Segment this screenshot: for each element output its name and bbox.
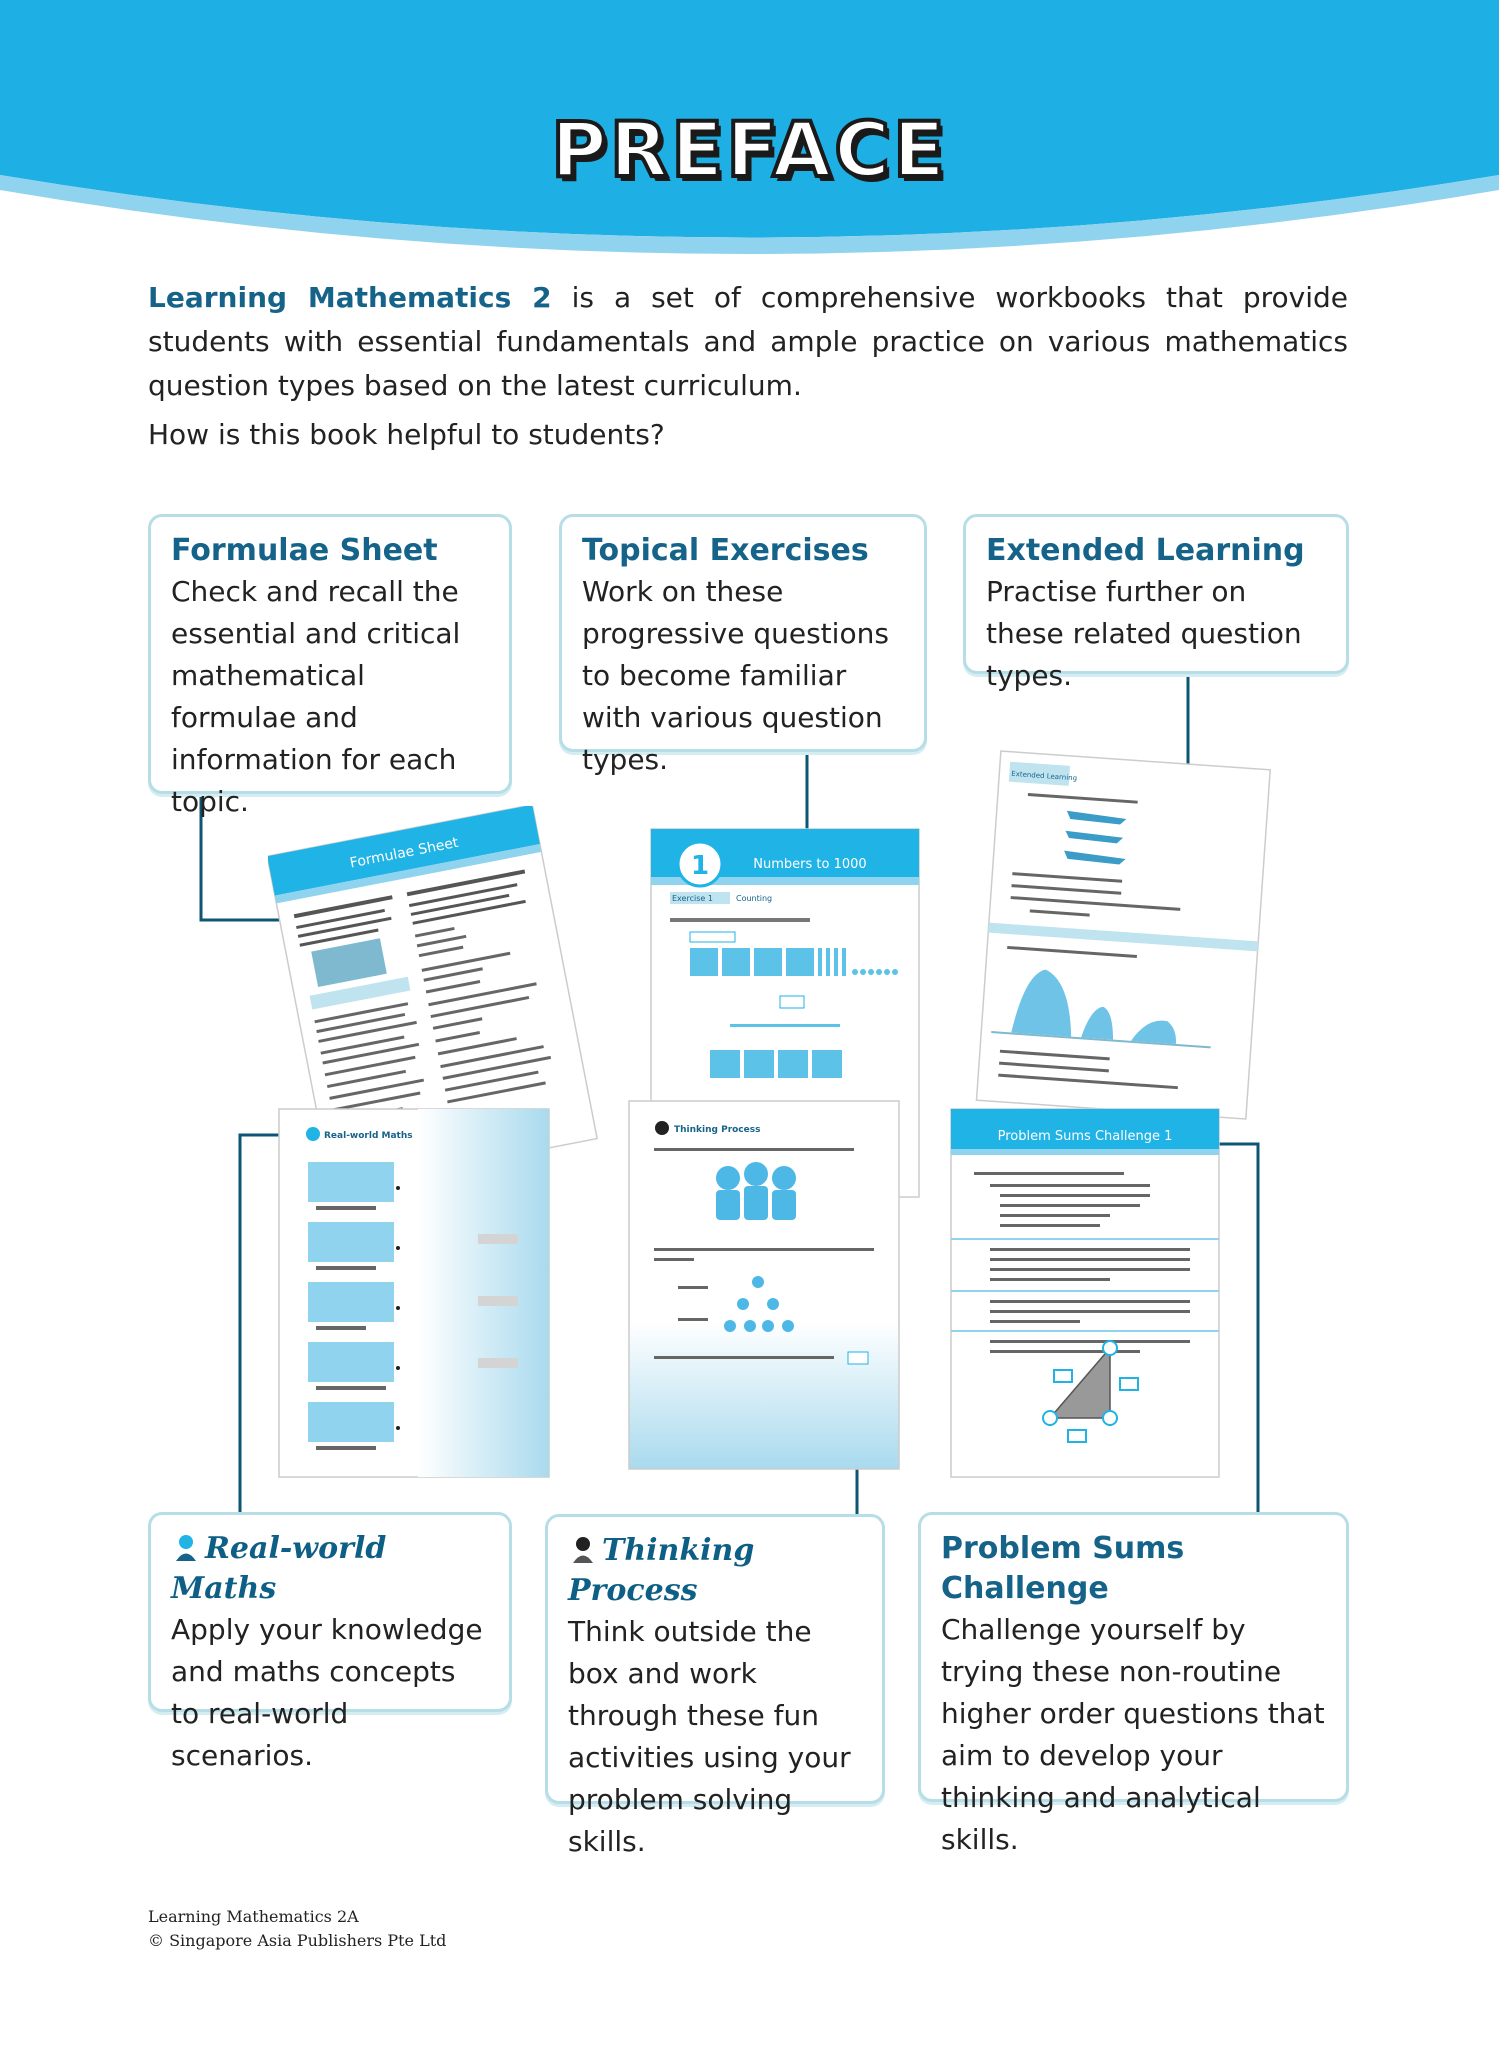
thinker-icon <box>573 1537 593 1563</box>
extended-learning-title: Extended Learning <box>986 533 1305 568</box>
student-icon <box>176 1535 196 1561</box>
intro-question: How is this book helpful to students? <box>148 418 665 451</box>
footer-book-name: Learning Mathematics 2A <box>148 1907 359 1926</box>
footer-copyright: © Singapore Asia Publishers Pte Ltd <box>148 1931 447 1950</box>
extended-learning-box: Extended Learning Practise further on th… <box>963 514 1349 692</box>
topical-thumb-exercise: Exercise 1 <box>672 894 713 903</box>
topical-exercises-title: Topical Exercises <box>582 533 869 568</box>
thinking-process-desc: Think outside the box and work through t… <box>568 1615 851 1858</box>
formulae-sheet-thumbnail: Formulae Sheet <box>268 806 599 1191</box>
header-banner <box>0 0 1499 254</box>
real-world-maths-title: Real-world Maths <box>171 1529 489 1609</box>
problem-sums-challenge-title: Problem Sums Challenge <box>941 1531 1185 1606</box>
thinking-process-thumbnail: Thinking Process <box>628 1100 900 1470</box>
real-world-maths-box: Real-world Maths Apply your knowledge an… <box>148 1512 512 1772</box>
real-world-maths-thumbnail: Real-world Maths <box>278 1108 550 1478</box>
topical-exercises-box: Topical Exercises Work on these progress… <box>559 514 927 776</box>
intro-text: is a set of comprehensive workbooks that… <box>148 281 1349 402</box>
thinking-thumb-tab: Thinking Process <box>674 1125 760 1135</box>
thinking-process-box: Thinking Process Think outside the box a… <box>545 1514 885 1858</box>
problem-thumb-header: Problem Sums Challenge 1 <box>998 1129 1173 1144</box>
real-world-maths-title-text: Real-world Maths <box>171 1531 387 1606</box>
topical-exercises-desc: Work on these progressive questions to b… <box>582 575 889 776</box>
thinking-process-title-text: Thinking Process <box>568 1533 755 1608</box>
book-title: Learning Mathematics 2 <box>148 281 552 314</box>
formulae-sheet-box: Formulae Sheet Check and recall the esse… <box>148 514 512 818</box>
footer: Learning Mathematics 2A © Singapore Asia… <box>148 1905 446 1953</box>
problem-sums-challenge-desc: Challenge yourself by trying these non-r… <box>941 1613 1325 1856</box>
extended-learning-thumbnail: Extended Learning <box>975 750 1272 1120</box>
intro-paragraph: Learning Mathematics 2 is a set of compr… <box>148 276 1348 408</box>
real-world-maths-desc: Apply your knowledge and maths concepts … <box>171 1613 483 1772</box>
topical-thumb-topic: Counting <box>736 894 772 903</box>
formulae-sheet-desc: Check and recall the essential and criti… <box>171 575 461 818</box>
extended-learning-desc: Practise further on these related questi… <box>986 575 1302 692</box>
realworld-thumb-tab: Real-world Maths <box>324 1131 413 1141</box>
topical-thumb-number: 1 <box>691 851 709 881</box>
thinking-process-title: Thinking Process <box>568 1531 862 1611</box>
problem-sums-challenge-box: Problem Sums Challenge Challenge yoursel… <box>918 1512 1349 1856</box>
topical-thumb-header: Numbers to 1000 <box>753 857 866 872</box>
formulae-sheet-title: Formulae Sheet <box>171 533 438 568</box>
problem-sums-thumbnail: Problem Sums Challenge 1 <box>950 1108 1220 1478</box>
page-title: PREFACE <box>549 103 948 196</box>
